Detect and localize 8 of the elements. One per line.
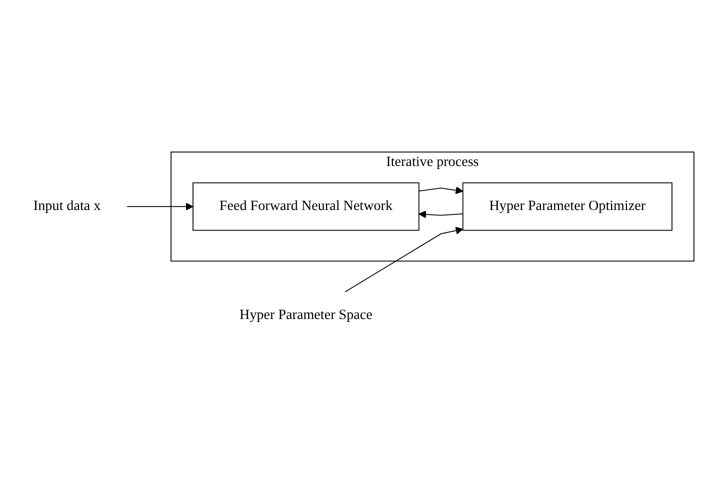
node-box: Hyper Parameter Optimizer xyxy=(462,182,672,231)
arrow xyxy=(418,186,464,194)
node-text: Input data x xyxy=(33,198,101,214)
arrow xyxy=(344,226,464,292)
arrow xyxy=(126,202,194,210)
arrow xyxy=(418,210,464,218)
node-text: Hyper Parameter Space xyxy=(240,308,372,322)
node-box: Feed Forward Neural Network xyxy=(192,182,420,231)
